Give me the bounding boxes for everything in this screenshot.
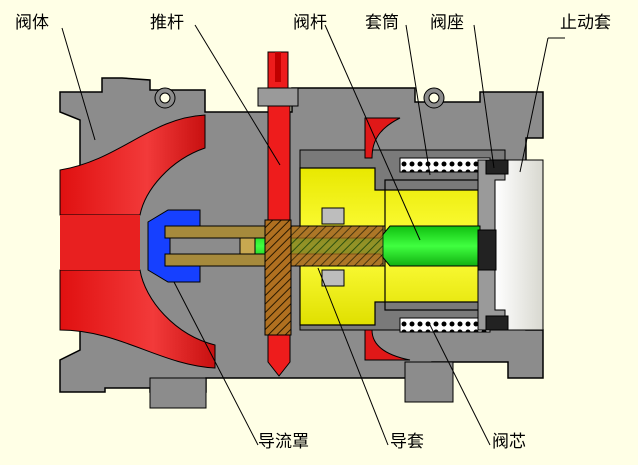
- stop-sleeve: [485, 159, 544, 331]
- label-push-rod: 推杆: [150, 13, 184, 33]
- label-valve-core: 阀芯: [492, 432, 526, 452]
- valve-stem: [254, 225, 497, 271]
- leader-lines: [61, 24, 565, 446]
- push-rod: [257, 51, 299, 377]
- label-valve-seat: 阀座: [430, 13, 464, 33]
- label-guide-sleeve: 导套: [390, 432, 424, 452]
- bolts: [321, 207, 345, 287]
- flow-passage: [59, 114, 411, 369]
- label-sleeve: 套筒: [365, 13, 399, 33]
- label-deflector: 导流罩: [258, 432, 309, 452]
- label-body: 阀体: [15, 13, 49, 33]
- label-stop-sleeve: 止动套: [560, 13, 611, 33]
- label-valve-stem: 阀杆: [293, 13, 327, 33]
